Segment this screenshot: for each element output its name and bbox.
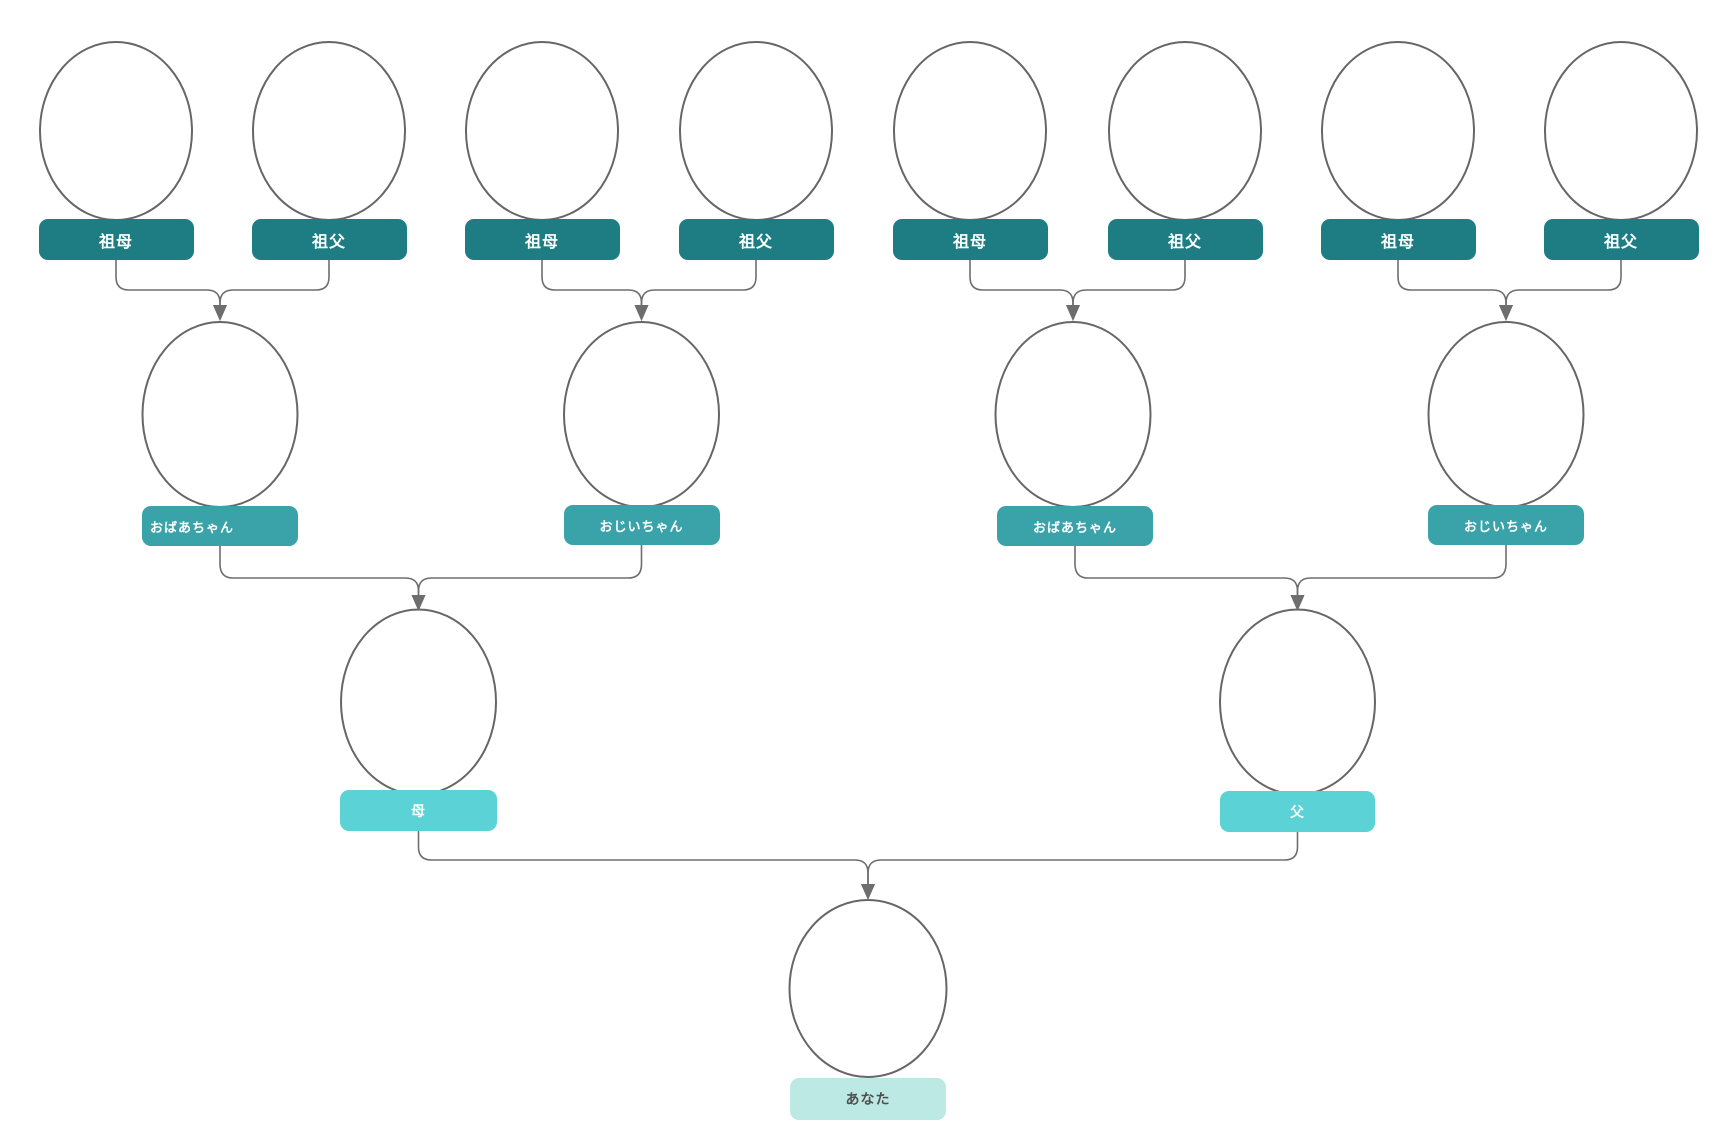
edge-father-to-you [861, 832, 1299, 900]
edge-mother-to-you [417, 831, 875, 900]
label-great-grandfather-3[interactable]: 祖父 [1107, 219, 1263, 260]
ellipse-grandpa-maternal[interactable] [563, 321, 720, 508]
label-grandpa-maternal[interactable]: おじいちゃん [563, 505, 720, 545]
ellipse-great-grandfather-3[interactable] [1108, 41, 1262, 221]
label-great-grandmother-2[interactable]: 祖母 [464, 219, 620, 260]
ellipse-grandpa-paternal[interactable] [1427, 321, 1585, 508]
ellipse-great-grandmother-1[interactable] [39, 41, 193, 221]
edge-grandma-maternal-to-mother [219, 546, 426, 611]
ellipse-great-grandfather-4[interactable] [1544, 41, 1698, 221]
label-great-grandmother-1[interactable]: 祖母 [38, 219, 194, 260]
edge-ggf4-to-grandpa-paternal [1499, 260, 1622, 321]
ellipse-great-grandmother-2[interactable] [465, 41, 619, 221]
edge-grandpa-maternal-to-mother [411, 545, 643, 611]
ellipse-great-grandfather-2[interactable] [679, 41, 833, 221]
edge-ggf2-to-grandpa-maternal [634, 260, 757, 321]
edge-grandma-paternal-to-father [1074, 546, 1305, 611]
label-you[interactable]: あなた [790, 1078, 946, 1120]
ellipse-mother[interactable] [340, 608, 497, 796]
label-grandpa-paternal[interactable]: おじいちゃん [1428, 505, 1584, 545]
ellipse-great-grandmother-3[interactable] [893, 41, 1047, 221]
label-great-grandfather-1[interactable]: 祖父 [251, 219, 407, 260]
label-great-grandfather-2[interactable]: 祖父 [678, 219, 834, 260]
label-great-grandmother-4[interactable]: 祖母 [1320, 219, 1476, 260]
edge-ggm2-to-grandpa-maternal [541, 260, 649, 321]
label-grandma-paternal[interactable]: おばあちゃん [997, 506, 1153, 546]
label-mother[interactable]: 母 [340, 790, 497, 831]
ellipse-great-grandmother-4[interactable] [1321, 41, 1475, 221]
edge-ggm3-to-grandma-paternal [969, 260, 1080, 321]
label-father[interactable]: 父 [1220, 791, 1375, 832]
ellipse-great-grandfather-1[interactable] [252, 41, 406, 221]
ellipse-you[interactable] [788, 899, 948, 1078]
ellipse-grandma-maternal[interactable] [141, 321, 299, 508]
label-grandma-maternal[interactable]: おばあちゃん [142, 506, 298, 546]
ellipse-father[interactable] [1219, 608, 1376, 796]
edge-ggm4-to-grandpa-paternal [1397, 260, 1513, 321]
edge-grandpa-paternal-to-father [1290, 545, 1507, 611]
edge-ggf1-to-grandma-maternal [213, 260, 330, 321]
ellipse-grandma-paternal[interactable] [994, 321, 1152, 508]
edge-ggf3-to-grandma-paternal [1066, 260, 1186, 321]
edge-ggm1-to-grandma-maternal [115, 260, 227, 321]
label-great-grandfather-4[interactable]: 祖父 [1543, 219, 1699, 260]
label-great-grandmother-3[interactable]: 祖母 [892, 219, 1048, 260]
